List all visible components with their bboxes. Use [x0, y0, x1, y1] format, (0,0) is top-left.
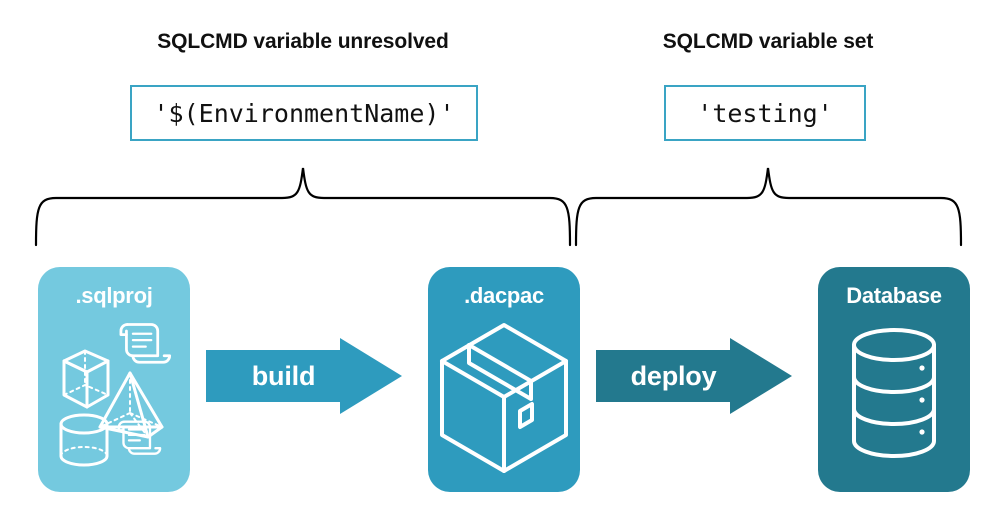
- code-text-testing: 'testing': [697, 98, 833, 128]
- brace-group: [34, 167, 963, 247]
- heading-sqlcmd-variable-set: SQLCMD variable set: [662, 30, 874, 53]
- stage-card-database-label: Database: [846, 283, 942, 308]
- stage-card-database[interactable]: Database: [818, 267, 970, 492]
- script-scroll-icon: [119, 323, 172, 364]
- script-scroll-icon: [117, 420, 162, 455]
- code-box-testing: 'testing': [664, 85, 866, 141]
- project-shapes-icon: [59, 323, 172, 467]
- right-arrow-icon: [206, 338, 402, 414]
- package-box-icon: [440, 323, 568, 473]
- curly-brace-right-icon: [574, 167, 963, 247]
- database-cylinder-icon: [852, 328, 936, 458]
- arrow-deploy[interactable]: deploy: [596, 338, 792, 414]
- stage-card-sqlproj[interactable]: .sqlproj: [38, 267, 190, 492]
- heading-sqlcmd-variable-unresolved: SQLCMD variable unresolved: [157, 30, 449, 53]
- stage-card-dacpac-label: .dacpac: [464, 283, 544, 308]
- cube-shape-icon: [62, 349, 110, 409]
- code-box-environment-name: '$(EnvironmentName)': [130, 85, 478, 141]
- curly-brace-left-icon: [34, 167, 572, 247]
- cylinder-shape-icon: [59, 413, 109, 467]
- stage-card-sqlproj-label: .sqlproj: [75, 283, 153, 308]
- right-arrow-icon: [596, 338, 792, 414]
- code-text-environment-name: '$(EnvironmentName)': [153, 98, 455, 128]
- stage-card-dacpac[interactable]: .dacpac: [428, 267, 580, 492]
- arrow-build[interactable]: build: [206, 338, 402, 414]
